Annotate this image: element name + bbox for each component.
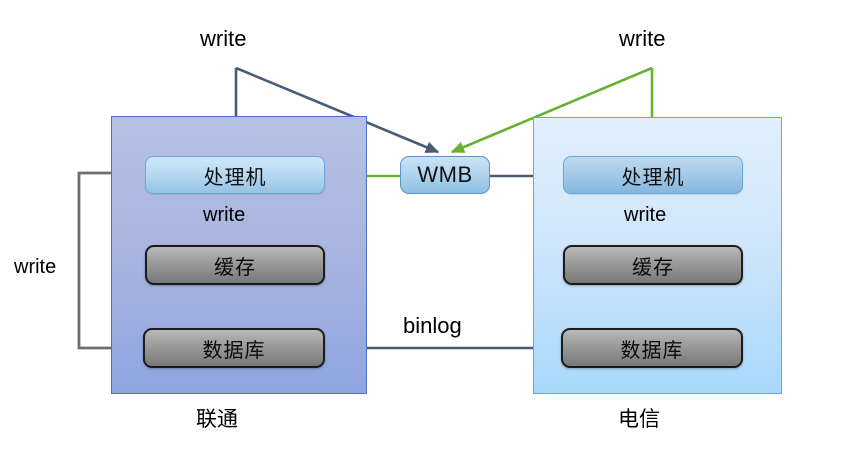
node-telecom-processor[interactable]: 处理机 (563, 156, 743, 194)
label-write-unicom-inner: write (203, 204, 246, 226)
edge-write-top-left-to-wmb (235, 66, 440, 154)
label-write-top-right: write (619, 26, 666, 51)
node-telecom-cache[interactable]: 缓存 (563, 245, 743, 285)
label-binlog: binlog (403, 313, 462, 338)
edge-write-top-right-to-wmb (450, 66, 653, 154)
node-unicom-cache[interactable]: 缓存 (145, 245, 325, 285)
label-write-telecom-inner: write (624, 204, 667, 226)
node-unicom-database[interactable]: 数据库 (143, 328, 325, 368)
node-unicom-processor[interactable]: 处理机 (145, 156, 325, 194)
label-write-top-left: write (200, 26, 247, 51)
label-write-left-side: write (14, 256, 57, 278)
node-wmb[interactable]: WMB (400, 156, 490, 194)
caption-panel-unicom: 联通 (196, 407, 238, 431)
caption-panel-telecom: 电信 (618, 407, 660, 431)
node-telecom-database[interactable]: 数据库 (561, 328, 743, 368)
